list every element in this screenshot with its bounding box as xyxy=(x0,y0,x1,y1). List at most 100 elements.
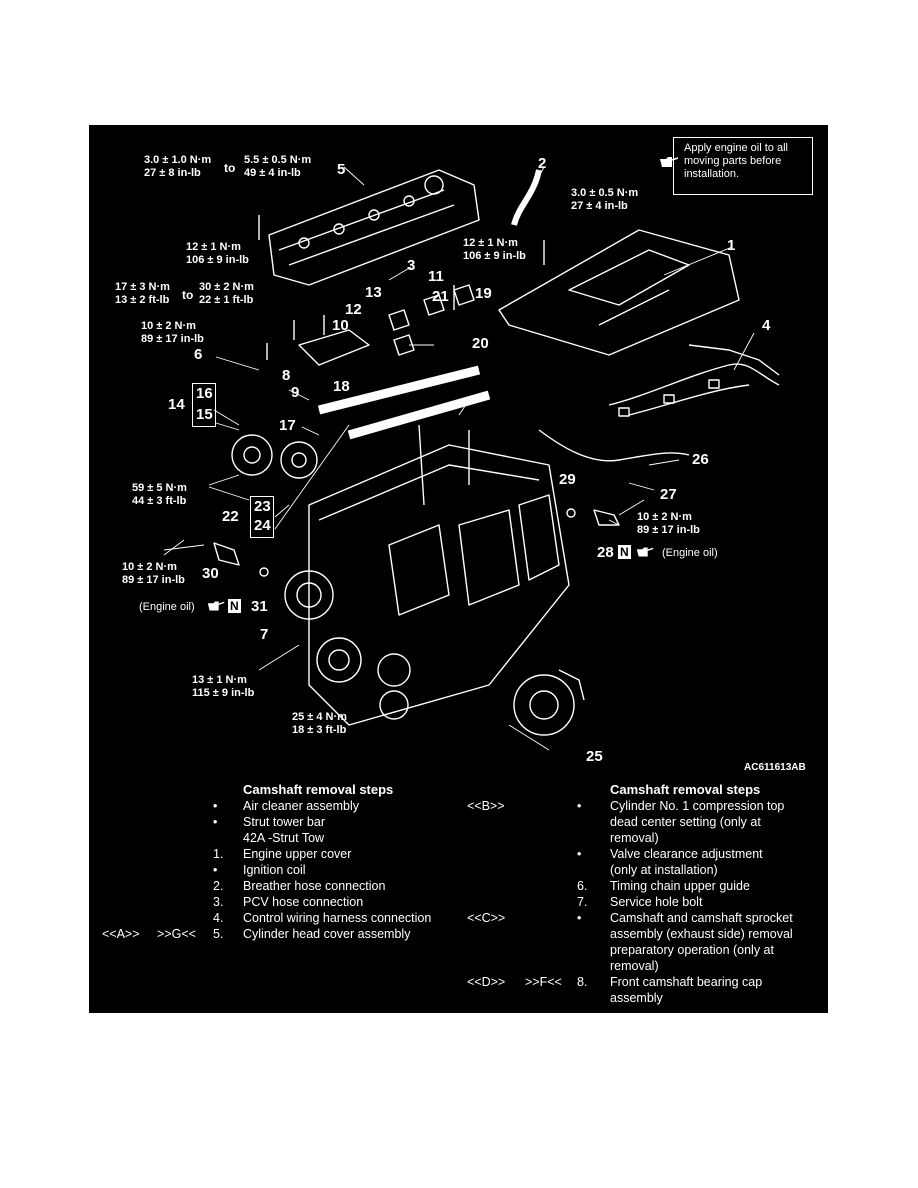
step-text: Control wiring harness connection xyxy=(243,911,432,925)
torque-label: 10 ± 2 N·m 89 ± 17 in-lb xyxy=(141,320,204,345)
step-tag: <<B>> xyxy=(467,799,505,813)
step-number: 1. xyxy=(213,847,224,861)
cylinder-head-cover xyxy=(268,169,480,286)
callout-1: 1 xyxy=(727,237,736,254)
o-ring-28 xyxy=(566,508,576,518)
step-text: Air cleaner assembly xyxy=(243,799,360,813)
step-text: Front camshaft bearing cap assembly xyxy=(610,975,763,1005)
callout-14: 14 xyxy=(168,396,185,413)
n-mark-badge: N xyxy=(228,599,241,613)
step-number: 4. xyxy=(213,911,224,925)
torque-label: 10 ± 2 N·m 89 ± 17 in-lb xyxy=(122,561,185,586)
o-ring-31 xyxy=(259,567,269,577)
callout-17: 17 xyxy=(279,417,296,434)
step-tag: <<C>> xyxy=(467,911,506,925)
callout-24: 24 xyxy=(254,517,271,534)
step-text: Cylinder No. 1 compression top dead cent… xyxy=(610,799,785,845)
callout-23: 23 xyxy=(254,498,271,515)
step-text: Cylinder head cover assembly xyxy=(243,927,411,941)
step-number: 7. xyxy=(577,895,588,909)
step-text: Strut tower bar xyxy=(243,815,325,829)
callout-26: 26 xyxy=(692,451,709,468)
torque-label: 5.5 ± 0.5 N·m 49 ± 4 in-lb xyxy=(244,154,312,179)
callout-21: 21 xyxy=(432,288,449,305)
step-text: Ignition coil xyxy=(243,863,306,877)
oil-can-icon xyxy=(207,601,225,611)
group-bracket-14 xyxy=(192,383,216,427)
step-number: 3. xyxy=(213,895,224,909)
callout-18: 18 xyxy=(333,378,350,395)
step-tag: <<A>> xyxy=(102,927,140,941)
engine-block xyxy=(284,424,570,726)
bearing-caps xyxy=(298,284,475,366)
callout-25: 25 xyxy=(586,748,603,765)
step-text: Engine upper cover xyxy=(243,847,352,861)
torque-to: to xyxy=(224,161,236,175)
step-text: Camshaft and camshaft sprocket assembly … xyxy=(610,911,793,973)
left-steps-header: Camshaft removal steps xyxy=(243,782,394,797)
callout-28: 28 xyxy=(597,544,614,561)
torque-label: 13 ± 1 N·m 115 ± 9 in-lb xyxy=(192,674,255,699)
pump-sprocket xyxy=(513,669,585,736)
right-steps-header: Camshaft removal steps xyxy=(610,782,761,797)
callout-6: 6 xyxy=(194,346,203,363)
callout-5: 5 xyxy=(337,161,346,178)
callout-11: 11 xyxy=(428,268,444,285)
torque-label: 3.0 ± 0.5 N·m 27 ± 4 in-lb xyxy=(571,187,639,212)
callout-29: 29 xyxy=(559,471,576,488)
step-number: • xyxy=(213,799,218,813)
step-number: 8. xyxy=(577,975,588,989)
sprocket-front xyxy=(231,434,273,476)
step-text: Breather hose connection xyxy=(243,879,386,893)
callout-30: 30 xyxy=(202,565,219,582)
step-tag: >>G<< xyxy=(157,927,196,941)
oil-can-icon xyxy=(660,157,679,167)
callout-9: 9 xyxy=(291,384,300,401)
step-text: Timing chain upper guide xyxy=(610,879,750,893)
callout-10: 10 xyxy=(332,317,349,334)
torque-label: 30 ± 2 N·m 22 ± 1 ft-lb xyxy=(199,281,254,306)
callout-12: 12 xyxy=(345,301,362,318)
step-number: 5. xyxy=(213,927,224,941)
figure-panel: Apply engine oil to all moving parts bef… xyxy=(89,125,828,1013)
breather-hose xyxy=(511,169,542,226)
callout-15: 15 xyxy=(196,406,213,423)
callout-3: 3 xyxy=(407,257,416,274)
n-mark-badge: N xyxy=(618,545,631,559)
step-number: • xyxy=(213,815,218,829)
figure-id: AC611613AB xyxy=(744,762,806,773)
wiring-harness xyxy=(538,344,780,462)
torque-label: 25 ± 4 N·m 18 ± 3 ft-lb xyxy=(292,711,347,736)
step-text: Valve clearance adjustment (only at inst… xyxy=(610,847,763,877)
callout-13: 13 xyxy=(365,284,382,301)
callout-8: 8 xyxy=(282,367,291,384)
callout-27: 27 xyxy=(660,486,677,503)
step-number: 6. xyxy=(577,879,588,893)
step-number: • xyxy=(577,911,582,925)
torque-label: 3.0 ± 1.0 N·m 27 ± 8 in-lb xyxy=(144,154,212,179)
callout-22: 22 xyxy=(222,508,239,525)
engine-oil-label-left: (Engine oil) xyxy=(139,601,195,613)
callout-7: 7 xyxy=(260,626,269,643)
sprocket-rear xyxy=(280,441,318,479)
step-text: Service hole bolt xyxy=(610,895,703,909)
step-number: • xyxy=(577,799,582,813)
callout-2: 2 xyxy=(538,155,547,172)
torque-label: 12 ± 1 N·m 106 ± 9 in-lb xyxy=(186,241,249,266)
engine-upper-cover xyxy=(498,229,740,356)
step-text: 42A -Strut Tow xyxy=(243,831,325,845)
note-text: Apply engine oil to all moving parts bef… xyxy=(684,142,788,180)
callout-16: 16 xyxy=(196,385,213,402)
callout-19: 19 xyxy=(475,285,492,302)
bolts xyxy=(258,215,545,360)
torque-label: 12 ± 1 N·m 106 ± 9 in-lb xyxy=(463,237,526,262)
callout-4: 4 xyxy=(762,317,771,334)
step-number: • xyxy=(213,863,218,877)
torque-label: 59 ± 5 N·m 44 ± 3 ft-lb xyxy=(132,482,187,507)
step-number: • xyxy=(577,847,582,861)
callout-31: 31 xyxy=(251,598,268,615)
torque-to: to xyxy=(182,288,194,302)
torque-label: 10 ± 2 N·m 89 ± 17 in-lb xyxy=(637,511,700,536)
oil-can-icon xyxy=(636,547,654,557)
cam-sensor-30 xyxy=(213,542,240,566)
